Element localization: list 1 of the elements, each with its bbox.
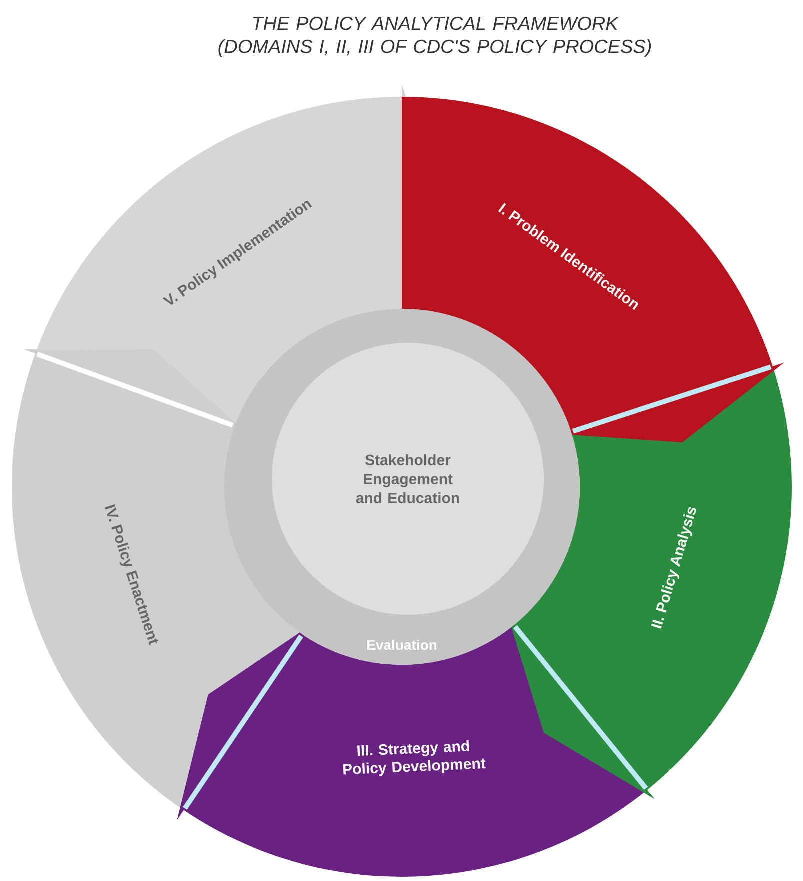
title: THE POLICY ANALYTICAL FRAMEWORK (DOMAINS I, II, III OF CDC'S POLICY PROCESS) (218, 16, 652, 58)
